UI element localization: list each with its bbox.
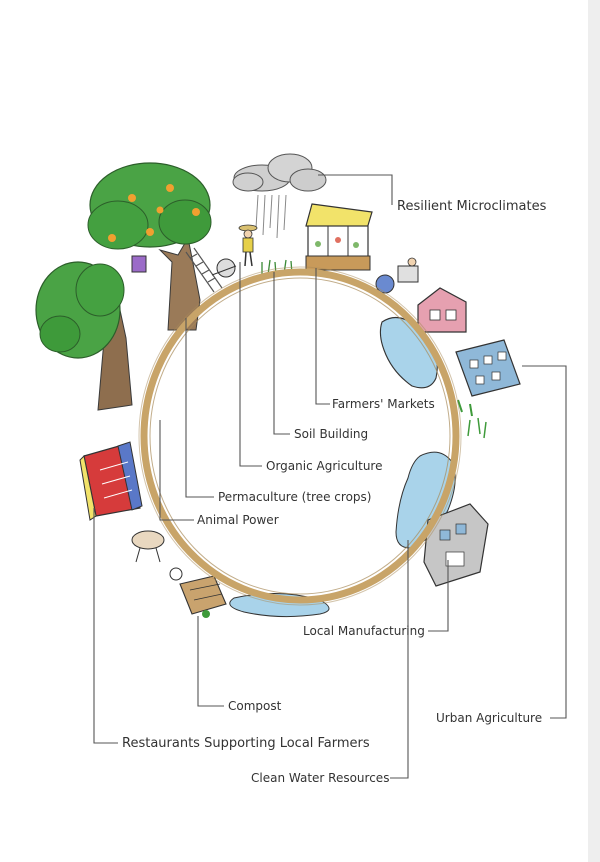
leader-soil-building <box>273 272 290 435</box>
leader-local-manufacturing <box>428 560 449 632</box>
paper-right-shadow <box>588 0 600 862</box>
label-farmers-markets: Farmers' Markets <box>332 397 435 411</box>
label-compost: Compost <box>228 699 282 713</box>
label-restaurants: Restaurants Supporting Local Farmers <box>122 736 370 751</box>
wheelbarrow-icon <box>211 258 237 278</box>
leader-lines <box>93 174 567 779</box>
farmer-figure-icon <box>238 224 258 267</box>
leader-compost <box>197 616 224 707</box>
label-organic-agriculture: Organic Agriculture <box>266 459 382 473</box>
leader-permaculture <box>185 318 214 498</box>
leader-farmers-markets <box>315 268 330 405</box>
restaurant-icon <box>79 441 143 521</box>
label-animal-power: Animal Power <box>197 513 279 527</box>
leader-resilient-microclimates <box>318 174 393 205</box>
factory-icon <box>423 503 489 587</box>
compost-bin-icon <box>179 575 227 618</box>
farmers-market-stand-icon <box>305 203 373 271</box>
animal-cart-icon <box>131 530 183 581</box>
leader-organic-agriculture <box>239 262 262 467</box>
tree-icon <box>35 261 133 411</box>
cloud-icon <box>232 153 327 192</box>
label-resilient-microclimates: Resilient Microclimates <box>397 199 547 214</box>
label-permaculture: Permaculture (tree crops) <box>218 490 371 504</box>
label-local-manufacturing: Local Manufacturing <box>303 624 425 638</box>
apartment-building-icon <box>455 339 521 417</box>
rain-icon <box>255 194 287 239</box>
label-urban-agriculture: Urban Agriculture <box>436 711 542 725</box>
plants-icon <box>467 417 487 439</box>
leader-urban-agriculture <box>522 365 567 719</box>
ladder-icon <box>185 247 223 293</box>
leader-animal-power <box>159 420 194 521</box>
earth-ring <box>138 266 462 606</box>
fruit-tree-icon <box>87 162 212 331</box>
label-soil-building: Soil Building <box>294 427 368 441</box>
leader-clean-water <box>390 540 409 779</box>
label-clean-water: Clean Water Resources <box>251 771 389 785</box>
leader-restaurants <box>93 508 118 744</box>
people-icon <box>375 257 419 294</box>
